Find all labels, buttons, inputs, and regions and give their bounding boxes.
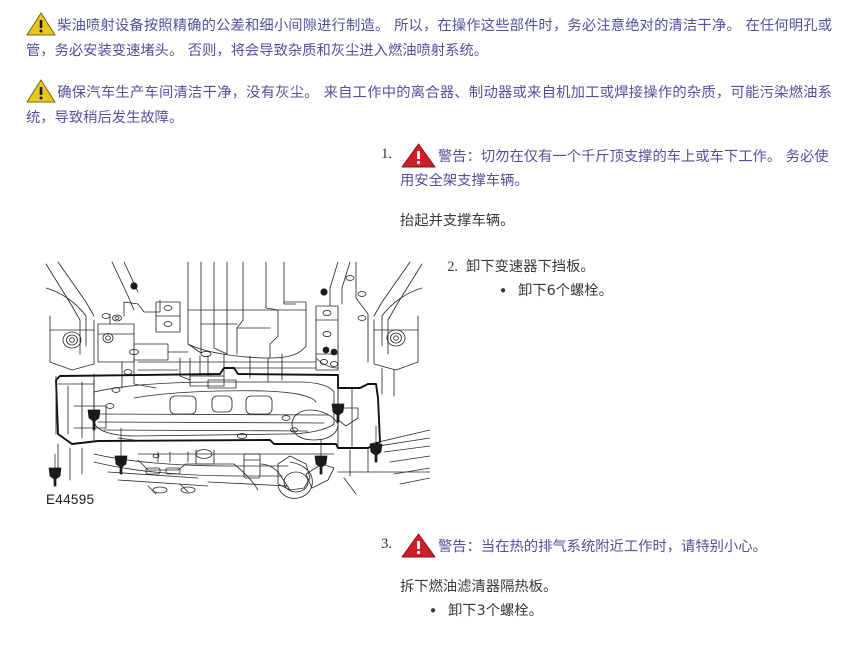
step-2-bullet-1-label: 卸下6个螺栓。 (518, 283, 613, 299)
step-3-instruction: 拆下燃油滤清器隔热板。 (400, 579, 558, 595)
figure-id-label: E44595 (46, 492, 95, 507)
warning-triangle-red-icon (400, 532, 437, 558)
step-1-instruction: 抬起并支撑车辆。 (400, 213, 515, 229)
step-3-warning-text: 当在热的排气系统附近工作时，请特别小心。 (480, 539, 767, 555)
undercarriage-line-drawing (45, 261, 430, 499)
step-3-bullet-1-label: 卸下3个螺栓。 (448, 603, 543, 619)
step-2-text: 卸下变速器下挡板。 (466, 259, 595, 275)
step-1-warning-text: 切勿在仅有一个千斤顶支撑的车上或车下工作。 务必使用安全架支撑车辆。 (400, 149, 829, 189)
step-2-number: 2. (447, 259, 458, 275)
step-1-warning: 警告：切勿在仅有一个千斤顶支撑的车上或车下工作。 务必使用安全架支撑车辆。 (400, 142, 840, 193)
bullet-dot-icon: • (428, 602, 438, 620)
procedure-step-3: 3. 警告：当在热的排气系统附近工作时，请特别小心。 拆下燃油滤清器隔热板。 •… (368, 532, 840, 623)
procedure-list: 1. 警告：切勿在仅有一个千斤顶支撑的车上或车下工作。 务必使用安全架支撑车辆。… (368, 142, 840, 303)
procedure-step-2: 2. 卸下变速器下挡板。 • 卸下6个螺栓。 (438, 255, 840, 303)
caution-triangle-yellow-icon (26, 11, 56, 36)
step-1-number: 1. (381, 146, 392, 162)
procedure-list-lower: 3. 警告：当在热的排气系统附近工作时，请特别小心。 拆下燃油滤清器隔热板。 •… (368, 532, 840, 623)
caution-block-1: 柴油喷射设备按照精确的公差和细小间隙进行制造。 所以，在操作这些部件时，务必注意… (26, 11, 832, 64)
procedure-step-1: 1. 警告：切勿在仅有一个千斤顶支撑的车上或车下工作。 务必使用安全架支撑车辆。… (368, 142, 840, 233)
step-1-warning-label: 警告： (438, 149, 481, 165)
caution-block-2: 确保汽车生产车间清洁干净，没有灰尘。 来自工作中的离合器、制动器或来自机加工或焊… (26, 78, 832, 131)
warning-triangle-red-icon (400, 142, 437, 168)
step-3-bullet-1: • 卸下3个螺栓。 (426, 599, 840, 623)
step-3-warning: 警告：当在热的排气系统附近工作时，请特别小心。 (400, 532, 840, 559)
step-3-warning-label: 警告： (438, 539, 481, 555)
caution-triangle-yellow-icon (26, 78, 56, 103)
step-3-number: 3. (381, 536, 392, 552)
step-2-bullet-1: • 卸下6个螺栓。 (496, 279, 840, 303)
bullet-dot-icon: • (498, 282, 508, 300)
caution-text-2: 确保汽车生产车间清洁干净，没有灰尘。 来自工作中的离合器、制动器或来自机加工或焊… (26, 85, 832, 126)
caution-text-1: 柴油喷射设备按照精确的公差和细小间隙进行制造。 所以，在操作这些部件时，务必注意… (26, 18, 832, 59)
technical-illustration: E44595 (38, 258, 430, 512)
